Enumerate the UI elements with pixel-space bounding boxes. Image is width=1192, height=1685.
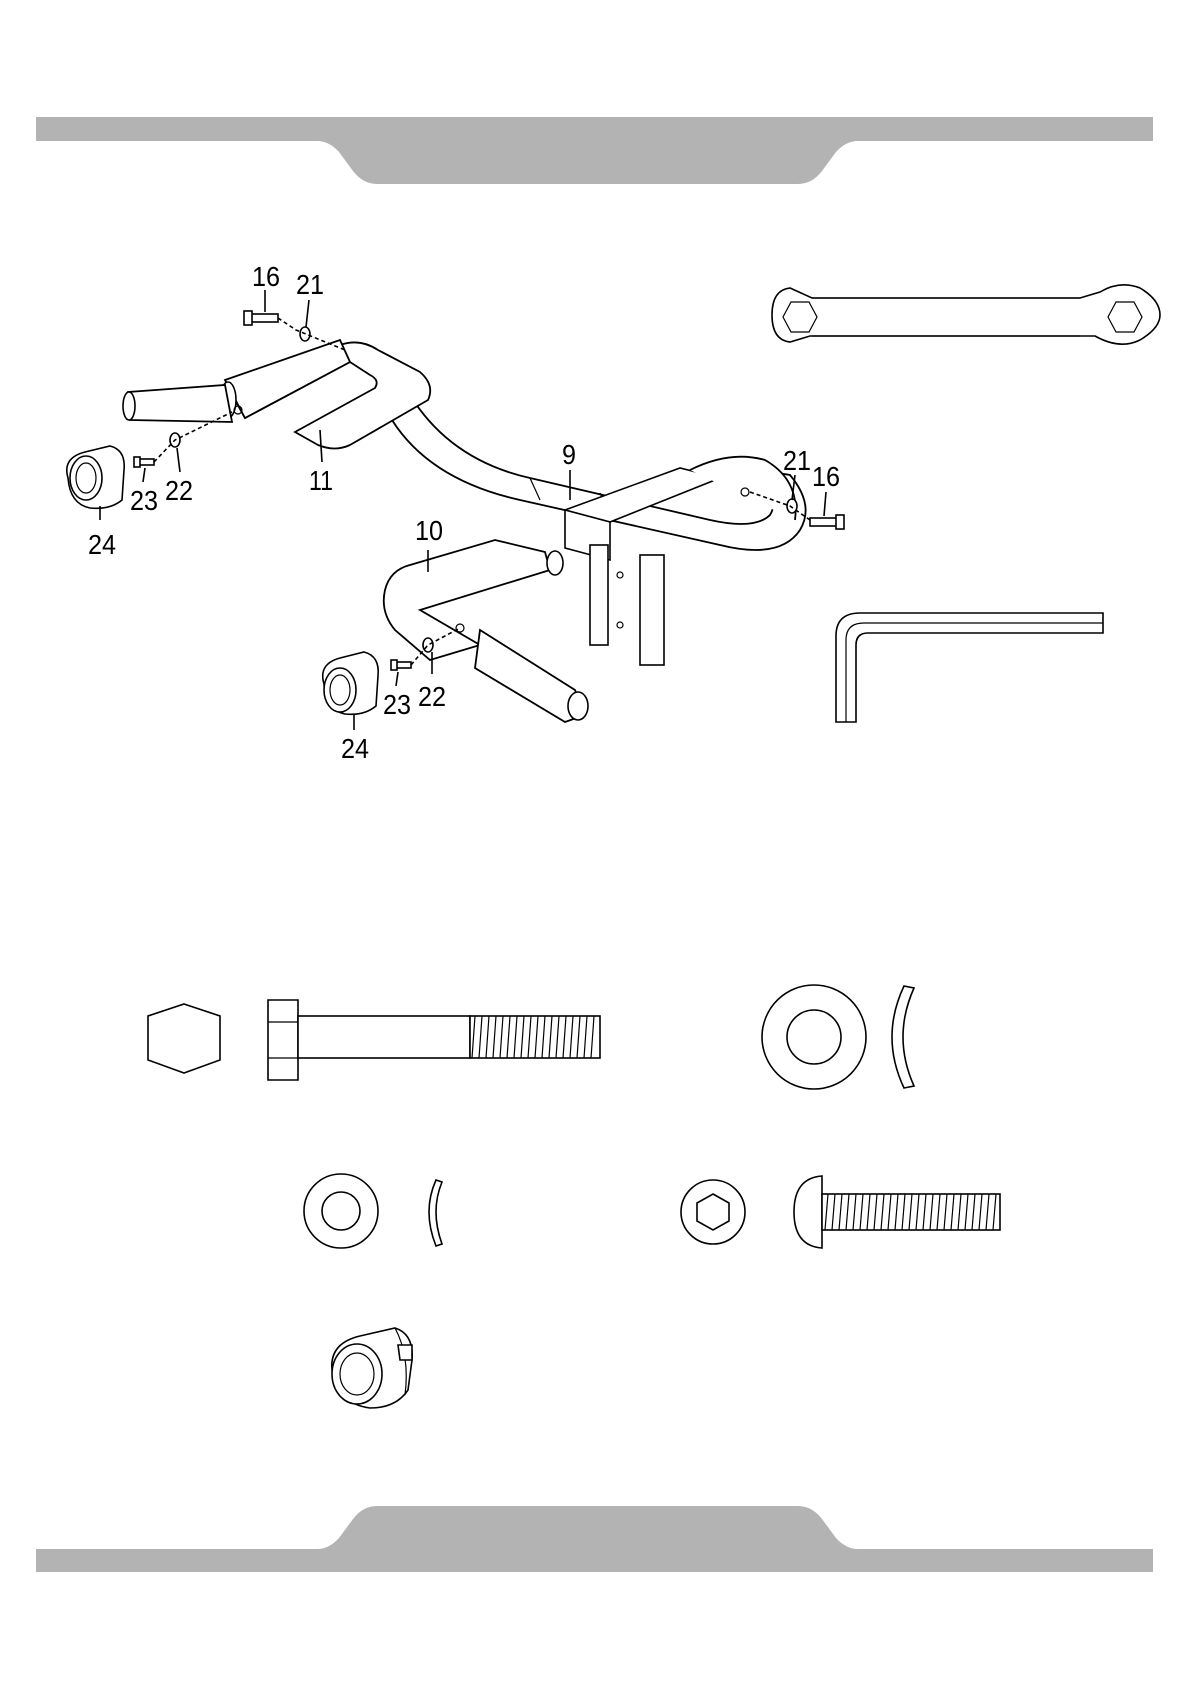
grip-left: [128, 385, 232, 422]
callout-23-lower: 23: [383, 689, 411, 720]
callout-21-top: 21: [296, 269, 324, 300]
bolt-16-top: [244, 311, 278, 325]
bolt-16-right: [810, 515, 844, 529]
end-cap-24-lower: [323, 652, 379, 714]
end-cap-24-left: [67, 446, 124, 508]
callout-22-lower: 22: [418, 681, 446, 712]
callout-23-left: 23: [130, 485, 158, 516]
callout-16-right: 16: [812, 461, 840, 492]
end-cap-icon: [332, 1328, 412, 1408]
exploded-assembly-diagram: 16 21 11 22 23 24 9 21 16 10 23 22 24: [67, 261, 844, 764]
double-hex-wrench-icon: [772, 285, 1160, 344]
allen-key-icon: [836, 613, 1103, 722]
callout-9: 9: [562, 439, 576, 470]
handle-10: [384, 540, 550, 660]
screw-23-lower: [391, 660, 411, 670]
footer-band: [36, 1506, 1153, 1572]
callout-10: 10: [415, 515, 443, 546]
callout-24-lower: 24: [341, 733, 369, 764]
callout-21-right: 21: [783, 445, 811, 476]
header-band: [36, 117, 1153, 184]
callout-16-top: 16: [252, 261, 280, 292]
callout-11: 11: [309, 465, 333, 496]
screw-23-left: [134, 457, 154, 467]
button-head-screw-icon: [681, 1176, 1000, 1248]
washer-21-right: [787, 499, 797, 513]
hex-bolt-icon: [148, 1000, 600, 1080]
callout-22-left: 22: [165, 475, 193, 506]
large-washer-icon: [762, 985, 914, 1089]
washer-22-lower: [423, 638, 433, 652]
small-washer-icon: [304, 1174, 442, 1248]
callout-24-left: 24: [88, 529, 116, 560]
